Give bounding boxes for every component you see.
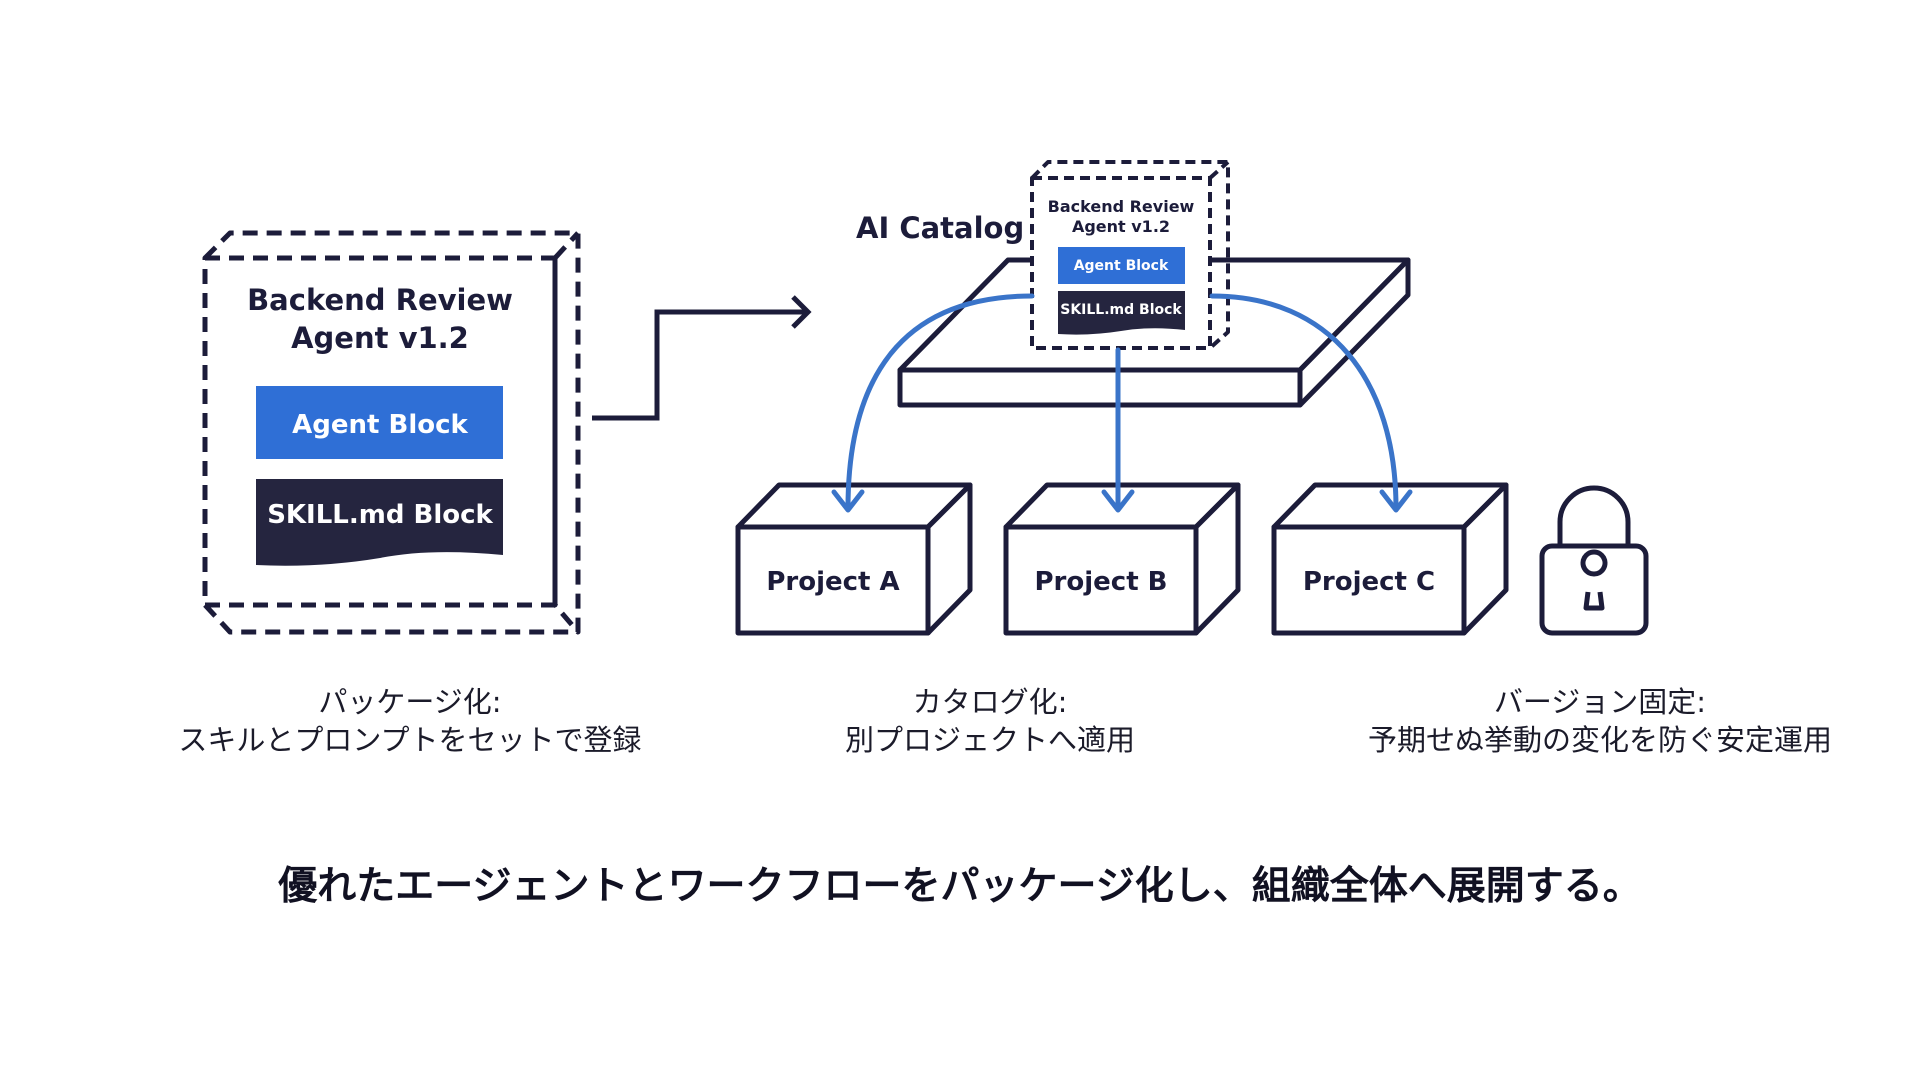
project-box-b: [1003, 482, 1241, 636]
caption-catalog-line2: 別プロジェクトへ適用: [844, 723, 1135, 757]
distribute-arrow-c-head: [1379, 489, 1413, 513]
package-box-back-outline: [203, 230, 581, 635]
lock-icon-keyhole-slot: [1583, 591, 1605, 611]
catalog-skill-block-label: SKILL.md Block: [1060, 302, 1182, 318]
caption-version-line2: 予期せぬ挙動の変化を防ぐ安定運用: [1367, 723, 1832, 757]
project-box-a: [735, 482, 973, 636]
caption-package-line1: パッケージ化:: [318, 685, 502, 719]
lock-icon-body: [1539, 543, 1649, 636]
catalog-platform-front: [897, 367, 1303, 408]
distribute-arrow-a-line: [845, 293, 1035, 511]
project-a-label: Project A: [766, 567, 899, 597]
project-box-c-front: [1271, 524, 1467, 636]
package-agent-block-label: Agent Block: [292, 410, 468, 440]
caption-catalog-line1: カタログ化:: [912, 685, 1068, 719]
caption-catalog: カタログ化: 別プロジェクトへ適用: [740, 683, 1240, 759]
catalog-package-title-line2: Agent v1.2: [1072, 217, 1170, 236]
distribute-arrow-c-line: [1209, 293, 1399, 511]
catalog-agent-block: [1058, 247, 1185, 284]
flow-arrow-line: [592, 309, 808, 421]
arrow-right-icon: [791, 295, 812, 329]
package-box-bottom-edge: [203, 603, 578, 635]
lock-icon-shackle: [1557, 485, 1631, 548]
package-box-front-outline: [202, 255, 558, 608]
caption-version-line1: バージョン固定:: [1493, 685, 1707, 719]
package-box: Backend Review Agent v1.2 Agent Block SK…: [202, 230, 581, 635]
catalog-package: Backend Review Agent v1.2 Agent Block SK…: [1030, 160, 1230, 350]
catalog-agent-block-label: Agent Block: [1074, 258, 1169, 274]
caption-package-line2: スキルとプロンプトをセットで登録: [178, 723, 642, 757]
package-box-top-edge: [553, 231, 580, 260]
catalog-platform-side: [1297, 257, 1411, 408]
distribute-arrow-b-head: [1101, 489, 1135, 513]
package-title-line1: Backend Review: [247, 283, 513, 317]
package-skill-block: [256, 479, 503, 566]
catalog-skill-block: [1058, 291, 1185, 335]
package-agent-block: [256, 386, 503, 459]
package-skill-block-label: SKILL.md Block: [267, 500, 493, 530]
tagline: 優れたエージェントとワークフローをパッケージ化し、組織全体へ展開する。: [278, 864, 1642, 909]
project-box-b-front: [1003, 524, 1199, 636]
lock-icon-keyhole-top: [1580, 549, 1608, 577]
catalog-label: AI Catalog: [856, 211, 1024, 245]
project-box-a-front: [735, 524, 931, 636]
project-c-label: Project C: [1303, 567, 1435, 597]
catalog-package-title-line1: Backend Review: [1048, 197, 1195, 216]
package-title-line2: Agent v1.2: [291, 321, 469, 355]
catalog-package-front-outline: [1030, 176, 1212, 350]
lock-icon: [1539, 485, 1649, 636]
caption-package: パッケージ化: スキルとプロンプトをセットで登録: [140, 683, 680, 759]
catalog-package-top-edge: [1208, 160, 1230, 180]
caption-version: バージョン固定: 予期せぬ挙動の変化を防ぐ安定運用: [1300, 683, 1900, 759]
project-b-label: Project B: [1035, 567, 1168, 597]
project-box-c: [1271, 482, 1509, 636]
distribute-arrow-a-head: [831, 489, 865, 513]
